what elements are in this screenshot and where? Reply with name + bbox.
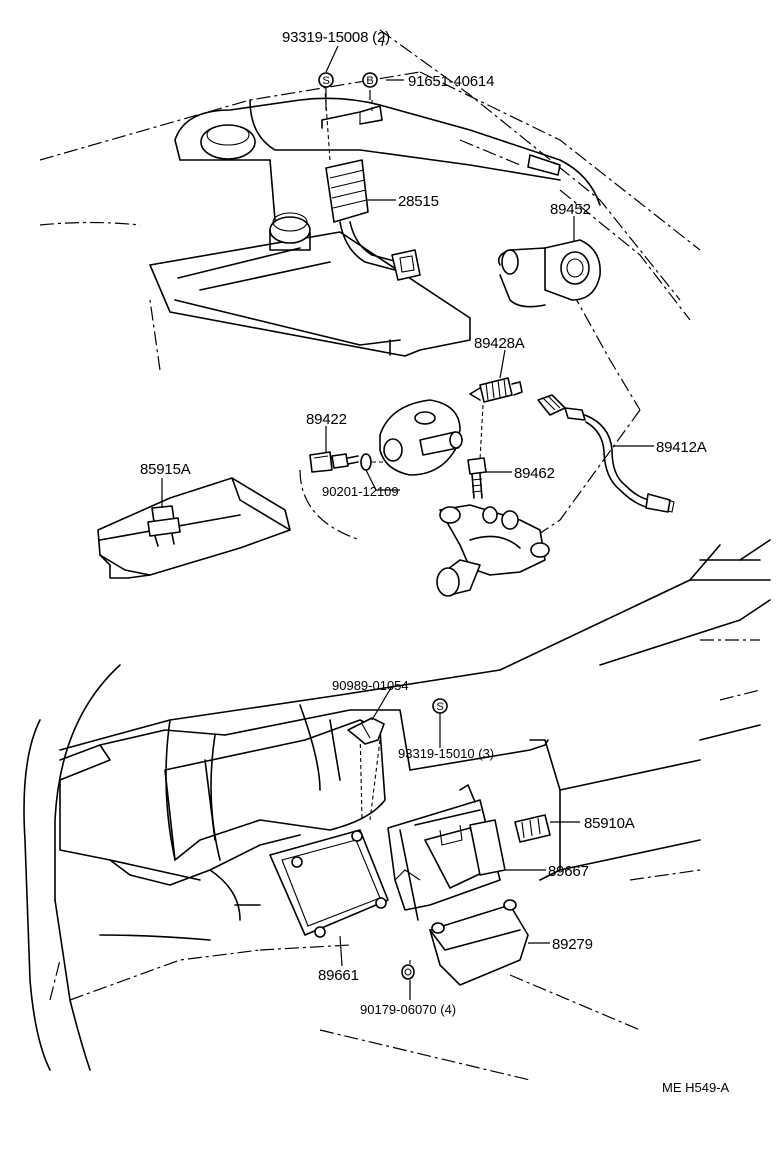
label-89422: 89422 bbox=[306, 411, 347, 428]
part-89428A-sensor bbox=[469, 377, 523, 461]
symbol-s-lower-text: S bbox=[436, 701, 443, 713]
label-89279: 89279 bbox=[552, 936, 593, 953]
part-90179-06070-nut bbox=[401, 964, 415, 980]
label-93319-15008: 93319-15008 (2) bbox=[282, 29, 390, 46]
label-89428A: 89428A bbox=[474, 335, 525, 352]
label-89462: 89462 bbox=[514, 465, 555, 482]
part-89667-bracket bbox=[387, 784, 506, 921]
symbol-s-upper-text: S bbox=[322, 75, 329, 87]
part-89452-throttle-sensor bbox=[497, 239, 601, 308]
part-89462-sensor bbox=[436, 457, 550, 597]
symbol-b: B bbox=[362, 72, 378, 88]
engine-cover bbox=[149, 212, 471, 357]
part-85915A-switch bbox=[97, 477, 291, 579]
label-28515: 28515 bbox=[398, 193, 439, 210]
label-89452: 89452 bbox=[550, 201, 591, 218]
label-90201-12109: 90201-12109 bbox=[322, 484, 399, 499]
part-90989-01054-clip bbox=[347, 717, 385, 745]
part-labels: 93319-15008 (2) 91651-40614 28515 89452 … bbox=[140, 29, 730, 1095]
part-89422-sender bbox=[309, 399, 463, 476]
symbol-s-lower: S bbox=[432, 698, 448, 714]
leader-lines bbox=[161, 35, 654, 1000]
label-90179-06070: 90179-06070 (4) bbox=[360, 1002, 456, 1017]
label-89661: 89661 bbox=[318, 967, 359, 984]
symbol-s-upper: S bbox=[318, 72, 334, 88]
part-89661-ecu bbox=[269, 829, 389, 938]
part-28515-resistor bbox=[321, 89, 421, 281]
label-89667: 89667 bbox=[548, 863, 589, 880]
cluster-opening bbox=[164, 719, 386, 861]
label-85910A: 85910A bbox=[584, 815, 635, 832]
label-93319-15010: 93319-15010 (3) bbox=[398, 746, 494, 761]
label-91651-40614: 91651-40614 bbox=[408, 73, 494, 90]
label-90989-01054: 90989-01054 bbox=[332, 678, 409, 693]
label-89412A: 89412A bbox=[656, 439, 707, 456]
cowl-structure bbox=[174, 97, 601, 221]
part-85910A-switch bbox=[514, 814, 551, 843]
label-85915A: 85915A bbox=[140, 461, 191, 478]
dashboard-outline bbox=[23, 539, 771, 1081]
part-89412A-oxygen-sensor bbox=[537, 394, 675, 513]
footer-code: ME H549-A bbox=[662, 1080, 730, 1095]
symbol-b-text: B bbox=[366, 75, 373, 87]
part-89279-cover bbox=[429, 899, 529, 986]
